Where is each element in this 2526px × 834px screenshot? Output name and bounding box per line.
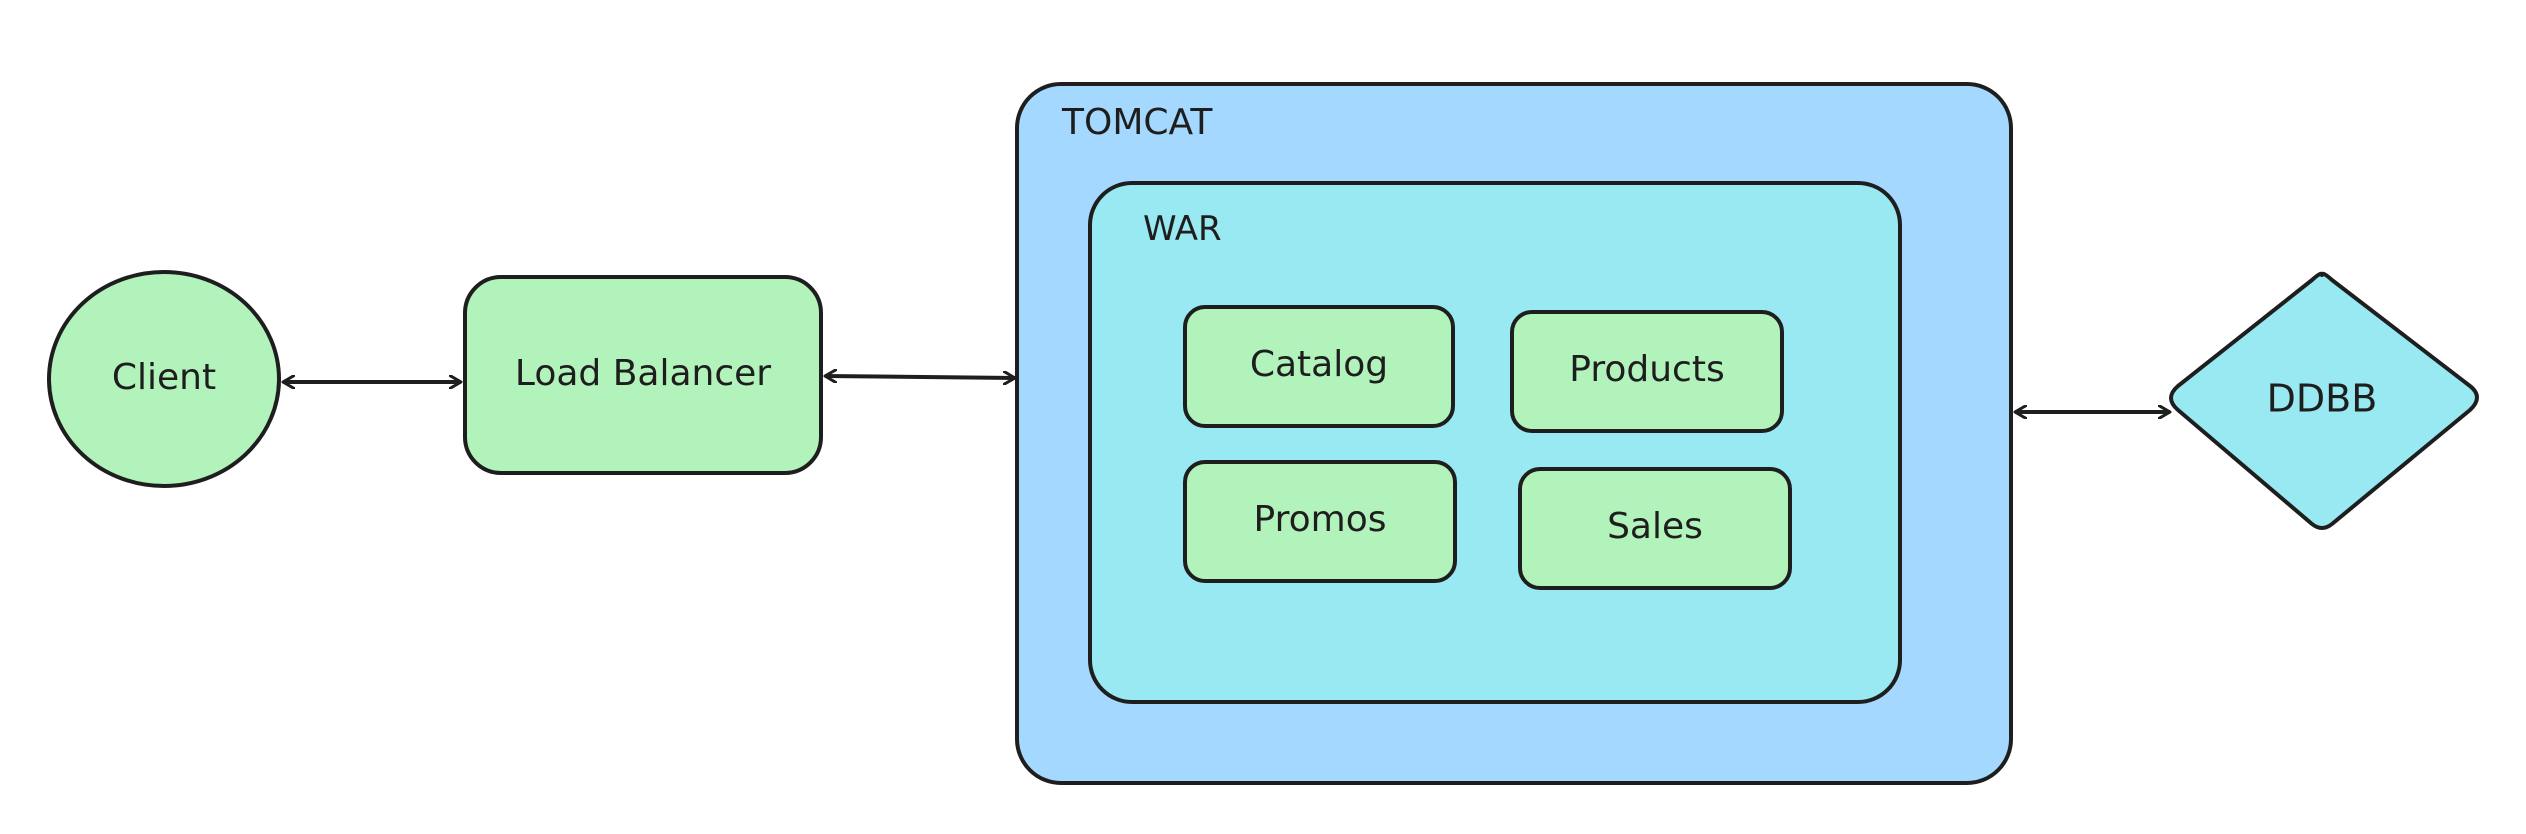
- load-balancer-node[interactable]: Load Balancer: [463, 275, 823, 475]
- database-node[interactable]: DDBB: [2169, 271, 2479, 530]
- load-balancer-to-tomcat-arrow: [825, 376, 1015, 378]
- database-label: DDBB: [2267, 377, 2378, 421]
- war-label: WAR: [1143, 209, 1222, 249]
- products-label: Products: [1569, 349, 1724, 390]
- sales-label: Sales: [1607, 506, 1703, 547]
- catalog-module[interactable]: Catalog: [1183, 305, 1455, 428]
- sales-module[interactable]: Sales: [1518, 467, 1792, 590]
- promos-module[interactable]: Promos: [1183, 460, 1457, 583]
- promos-label: Promos: [1254, 499, 1387, 540]
- tomcat-label: TOMCAT: [1061, 102, 1213, 143]
- war-container: WAR: [1088, 181, 1902, 704]
- catalog-label: Catalog: [1250, 344, 1388, 385]
- products-module[interactable]: Products: [1510, 310, 1784, 433]
- client-label: Client: [112, 357, 216, 398]
- client-node[interactable]: Client: [47, 270, 281, 488]
- load-balancer-label: Load Balancer: [515, 353, 771, 394]
